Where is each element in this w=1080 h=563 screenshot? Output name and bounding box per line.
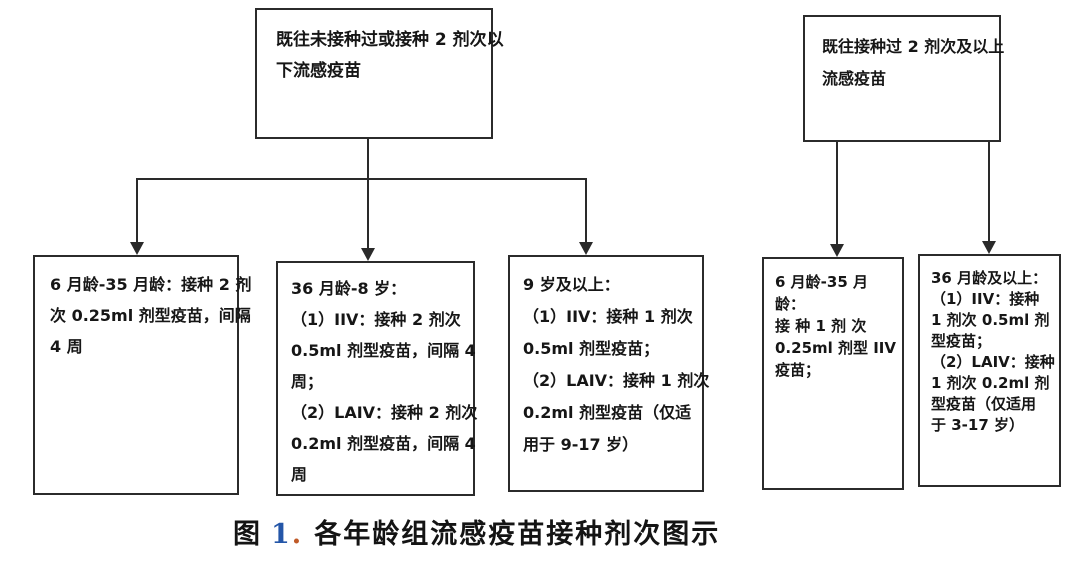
node-prior-age-6-35-months: 6 月龄-35 月龄： 接 种 1 剂 次 0.25ml 剂型 IIV 疫苗； (762, 257, 904, 490)
node-prior-age-36m-and-up: 36 月龄及以上： （1）IIV：接种 1 剂次 0.5ml 剂 型疫苗； （2… (918, 254, 1061, 487)
node-text-line: 6 月龄-35 月龄： (775, 273, 868, 313)
node-text-line: 36 月龄-8 岁： (291, 279, 407, 298)
node-age-6-35-months: 6 月龄-35 月龄：接种 2 剂 次 0.25ml 剂型疫苗，间隔 4 周 (33, 255, 252, 495)
node-text-line: 用于 9-17 岁） (523, 435, 639, 454)
node-text-line: 9 岁及以上： (523, 275, 620, 294)
figure-caption-title: 各年龄组流感疫苗接种剂次图示 (314, 519, 721, 550)
node-text-line: 4 周 (50, 337, 83, 356)
arrow-down-icon (361, 248, 375, 261)
node-text-line: 型疫苗； (931, 332, 992, 350)
node-text-line: 既往接种过 2 剂次及以上 (822, 37, 1005, 56)
figure-caption-label: 图 (233, 519, 262, 550)
node-previously-2-or-more-doses: 既往接种过 2 剂次及以上 流感疫苗 (803, 15, 1005, 142)
arrow-down-icon (830, 244, 844, 257)
node-text-line: 既往未接种过或接种 2 剂次以 (276, 30, 504, 50)
node-text-line: 型疫苗（仅适用 (931, 395, 1037, 413)
node-text-line: （2）LAIV：接种 2 剂次 (291, 403, 478, 422)
connector-down-prior-6-35m (836, 142, 838, 246)
node-text-line: 疫苗； (775, 361, 821, 379)
node-text-line: 0.5ml 剂型疫苗，间隔 4 (291, 341, 476, 360)
node-age-36m-8y: 36 月龄-8 岁： （1）IIV：接种 2 剂次 0.5ml 剂型疫苗，间隔 … (276, 261, 478, 496)
node-text-line: 0.5ml 剂型疫苗； (523, 339, 660, 358)
connector-stem-left (367, 139, 369, 180)
node-text-line: 次 0.25ml 剂型疫苗，间隔 (50, 306, 251, 325)
connector-down-36m-8y (367, 180, 369, 250)
arrow-down-icon (130, 242, 144, 255)
connector-horizontal-left (136, 178, 587, 180)
node-text-line: 36 月龄及以上： (931, 269, 1048, 287)
node-text-line: （1）IIV：接种 2 剂次 (291, 310, 461, 329)
arrow-down-icon (579, 242, 593, 255)
figure-caption-number: 1 (271, 519, 292, 550)
node-text-line: 0.2ml 剂型疫苗（仅适 (523, 403, 692, 422)
connector-down-6-35m (136, 178, 138, 244)
figure-caption-dot: . (291, 519, 304, 550)
connector-down-9y-up (585, 178, 587, 244)
node-text-line: 于 3-17 岁） (931, 416, 1024, 434)
node-text-line: 周； (291, 372, 324, 391)
node-text-line: （2）LAIV：接种 (931, 353, 1055, 371)
node-text-line: （1）IIV：接种 (931, 290, 1040, 308)
node-text-line: 6 月龄-35 月龄：接种 2 剂 (50, 275, 252, 294)
connector-down-prior-36m-up (988, 142, 990, 243)
node-text-line: （2）LAIV：接种 1 剂次 (523, 371, 710, 390)
node-text-line: （1）IIV：接种 1 剂次 (523, 307, 693, 326)
node-text-line: 0.2ml 剂型疫苗，间隔 4 (291, 434, 476, 453)
node-unvaccinated-or-under-2-doses: 既往未接种过或接种 2 剂次以 下流感疫苗 (255, 8, 504, 139)
node-text-line: 1 剂次 0.5ml 剂 (931, 311, 1050, 329)
arrow-down-icon (982, 241, 996, 254)
node-text-line: 周 (291, 465, 308, 484)
node-age-9y-and-up: 9 岁及以上： （1）IIV：接种 1 剂次 0.5ml 剂型疫苗； （2）LA… (508, 255, 710, 492)
node-text-line: 下流感疫苗 (276, 61, 361, 81)
node-text-line: 0.25ml 剂型 IIV (775, 339, 896, 357)
node-text-line: 流感疫苗 (822, 69, 887, 88)
node-text-line: 1 剂次 0.2ml 剂 (931, 374, 1050, 392)
node-text-line: 接 种 1 剂 次 (775, 317, 867, 335)
